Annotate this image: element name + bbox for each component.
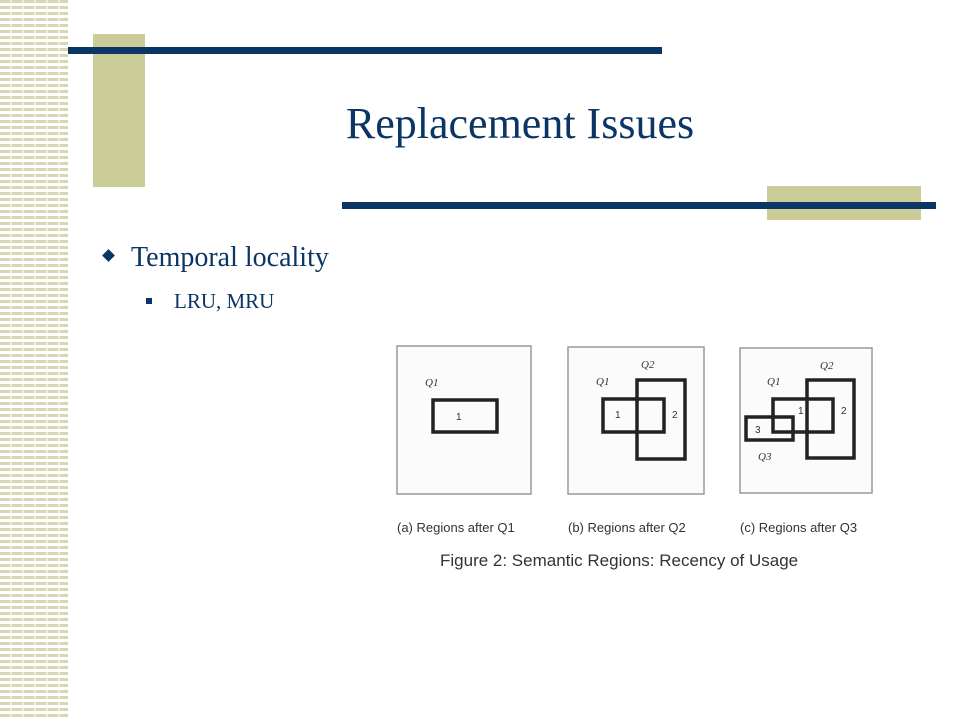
decorative-navy-line-bottom: [342, 202, 936, 209]
decorative-left-strip: [0, 0, 68, 720]
label-q3: Q3: [758, 451, 772, 463]
caption-panel-c: (c) Regions after Q3: [740, 520, 857, 535]
label-region-2: 2: [841, 406, 847, 417]
panel-a: Q1 1: [396, 345, 532, 495]
semantic-regions-figure: Q1 1 Q1 Q2 1 2 Q1 Q: [384, 340, 896, 580]
figure-svg: Q1 1 Q1 Q2 1 2 Q1 Q: [396, 345, 873, 570]
label-q2: Q2: [820, 360, 834, 372]
label-q1: Q1: [767, 376, 780, 388]
panel-a-frame: [396, 345, 532, 495]
label-q1: Q1: [596, 376, 609, 388]
diamond-bullet-icon: [102, 249, 115, 262]
slide-title: Replacement Issues: [345, 99, 695, 148]
decorative-khaki-block-top: [93, 34, 145, 187]
region-2-rect: [635, 378, 687, 461]
label-region-1: 1: [456, 412, 462, 423]
overlap-dashed-outline: [807, 398, 834, 433]
decorative-navy-line-top: [68, 47, 662, 54]
caption-panel-a: (a) Regions after Q1: [397, 520, 515, 535]
bullet-temporal-locality: Temporal locality: [102, 240, 329, 276]
region-3-rect: [744, 415, 795, 442]
label-region-1: 1: [798, 406, 804, 417]
panel-b: Q1 Q2 1 2: [567, 346, 705, 495]
label-region-2: 2: [672, 410, 678, 421]
label-q2: Q2: [641, 359, 655, 371]
figure-caption: Figure 2: Semantic Regions: Recency of U…: [440, 551, 798, 570]
label-region-3: 3: [755, 425, 761, 436]
region-2-rect: [805, 378, 856, 460]
caption-panel-b: (b) Regions after Q2: [568, 520, 686, 535]
subbullet-text: LRU, MRU: [174, 289, 275, 313]
overlap-dashed-outline: [637, 398, 665, 433]
region-1-rect: [431, 398, 499, 434]
bullet-text: Temporal locality: [131, 242, 329, 273]
subbullet-lru-mru: LRU, MRU: [146, 286, 274, 316]
label-q1: Q1: [425, 377, 438, 389]
label-region-1: 1: [615, 410, 621, 421]
panel-c: Q1 Q2 Q3 1 2 3: [739, 347, 873, 494]
square-bullet-icon: [146, 298, 152, 305]
